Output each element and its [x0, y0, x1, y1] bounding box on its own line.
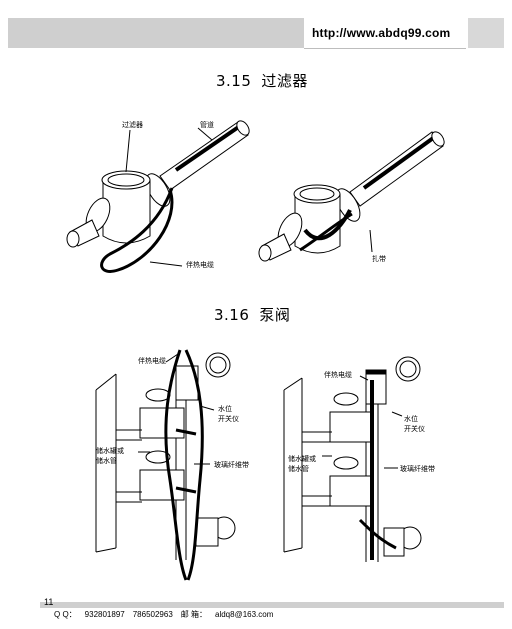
- label-switch-gauge: 开关仪: [218, 415, 239, 423]
- email-label: 邮 箱：: [180, 610, 207, 619]
- label-heat-cable: 伴热电缆: [138, 357, 166, 365]
- label-tank: 储水罐或: [96, 447, 124, 455]
- qq-number: 932801897: [84, 610, 125, 619]
- qq-number: 786502963: [132, 610, 173, 619]
- label-fiberglass-tape: 玻璃纤维带: [400, 465, 435, 473]
- section-title-text: 过滤器: [261, 72, 308, 90]
- section-title-pump-valve: 3.16 泵阀: [214, 304, 290, 325]
- label-heat-cable: 伴热电缆: [324, 371, 352, 379]
- email-address[interactable]: aldq8@163.com: [215, 610, 274, 619]
- label-fiberglass-tape: 玻璃纤维带: [214, 461, 249, 469]
- footer-bar: [40, 602, 504, 608]
- header-url-box: [304, 18, 466, 49]
- section-title-text: 泵阀: [259, 306, 291, 324]
- header-band: [8, 18, 304, 48]
- label-switch-gauge: 开关仪: [404, 425, 425, 433]
- filter-illustration-right: [258, 131, 445, 262]
- label-pipe: 管道: [200, 121, 214, 129]
- header-right-band: [468, 18, 504, 48]
- pump-valve-illustration-left: [95, 349, 236, 581]
- label-tie: 扎带: [372, 255, 386, 263]
- label-tank: 储水罐或: [288, 455, 316, 463]
- section-number: 3.15: [216, 72, 252, 90]
- qq-label: Q Q：: [54, 610, 77, 619]
- filter-illustration-left: [66, 120, 250, 273]
- label-heat-cable: 伴热电缆: [186, 261, 214, 269]
- label-tank-pipe: 储水管: [96, 457, 117, 465]
- page-number: 11: [44, 597, 54, 607]
- footer-contact: Q Q： 932801897 786502963 邮 箱： aldq8@163.com: [54, 609, 281, 620]
- label-water-level: 水位: [218, 405, 232, 413]
- section-number: 3.16: [214, 306, 250, 324]
- label-filter: 过滤器: [122, 121, 143, 129]
- header-url[interactable]: http://www.abdq99.com: [312, 26, 451, 40]
- label-water-level: 水位: [404, 415, 418, 423]
- section-title-filter: 3.15 过滤器: [216, 70, 308, 91]
- pump-valve-illustration-right: [283, 356, 422, 562]
- label-tank-pipe: 储水管: [288, 465, 309, 473]
